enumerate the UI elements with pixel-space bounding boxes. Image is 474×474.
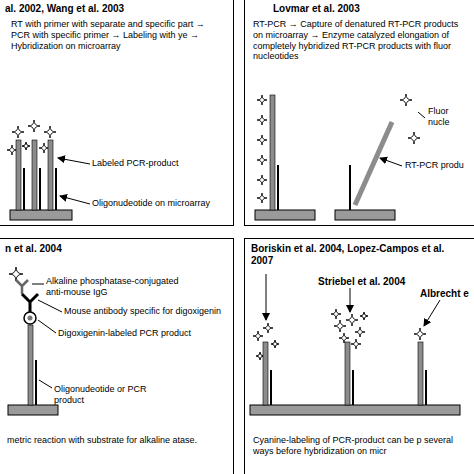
panel-heading: n et al. 2004 (5, 243, 205, 255)
fluor-star (12, 126, 24, 138)
fluor-star (263, 323, 273, 333)
fluor-star (22, 142, 30, 150)
callout-label: nucle (428, 117, 472, 128)
callout-label: Labeled PCR-product (92, 158, 222, 169)
antibody-detection (8, 280, 62, 415)
callout-label: Digoxigenin-labeled PCR product (58, 328, 223, 339)
microarray-strands (255, 95, 425, 220)
fluor-star (257, 115, 267, 125)
panel-heading: Lovmar et al. 2003 (273, 3, 463, 15)
method-reference: Striebel et al. 2004 (318, 276, 428, 288)
microarray-strands (10, 140, 90, 220)
panel-heading: Boriskin et al. 2004, Lopez-Campos et al… (251, 243, 469, 267)
method-panel: Boriskin et al. 2004, Lopez-Campos et al… (244, 238, 474, 474)
callout-label: Mouse antibody specific for digoxigenin (64, 306, 229, 317)
callout-label: Oligonudeotide or PCR product (54, 384, 164, 406)
fluor-star (257, 155, 267, 165)
panel-heading: al. 2002, Wang et al. 2003 (5, 3, 225, 15)
method-panel: n et al. 2004 metric reaction with substr… (0, 238, 234, 474)
fluor-star (346, 314, 358, 326)
fluor-star (257, 95, 267, 105)
fluor-star (408, 132, 420, 144)
callout-label: Oligonudeotide on microarray (92, 198, 227, 209)
fluor-star (334, 320, 346, 332)
fluor-star (355, 327, 365, 337)
method-description: metric reaction with substrate for alkal… (7, 435, 222, 446)
method-description: RT with primer with separate and specifi… (11, 19, 221, 51)
method-panel: al. 2002, Wang et al. 2003 RT with primer… (0, 0, 234, 226)
callout-label: RT-PCR produ (405, 160, 472, 171)
fluor-star (339, 333, 349, 343)
fluor-star (360, 312, 368, 320)
callout-label: Fluor (428, 106, 472, 117)
fluor-star (39, 143, 49, 153)
method-description: Cyanine-labeling of PCR-product can be p… (253, 435, 465, 457)
method-description: RT-PCR → Capture of denatured RT-PCR pro… (253, 19, 465, 62)
fluor-star (28, 120, 40, 132)
method-reference: Albrecht e (420, 288, 472, 300)
fluor-star (257, 175, 267, 185)
callout-label: Alkaline phosphatase-conjugated anti-mou… (46, 276, 196, 298)
fluor-star (351, 339, 361, 349)
fluor-star (253, 331, 263, 341)
fluor-star (7, 145, 17, 155)
fluor-star (414, 328, 426, 340)
fluor-star (400, 94, 412, 106)
fluor-star (271, 340, 279, 348)
fluor-star (257, 135, 267, 145)
fluor-star (257, 193, 267, 203)
fluor-star (331, 309, 341, 319)
fluor-star (44, 126, 56, 138)
fluor-star (9, 267, 23, 281)
